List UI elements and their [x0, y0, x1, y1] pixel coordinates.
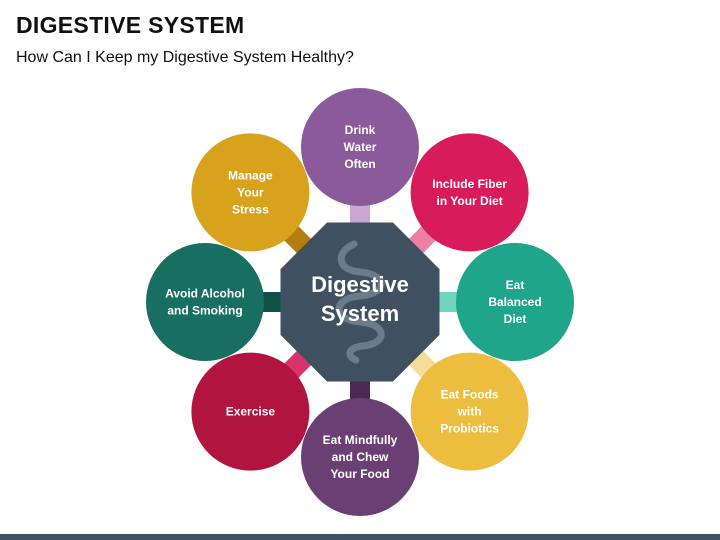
node-label-line: Diet [504, 312, 527, 326]
node-circle-probiotics [410, 352, 529, 471]
node-label-line: and Chew [332, 450, 389, 464]
node-label-line: Eat [506, 278, 525, 292]
node-label-line: Eat Mindfully [323, 433, 398, 447]
node-label-line: Probiotics [440, 422, 499, 436]
node-circle-exercise [191, 352, 310, 471]
node-circle-balanced-diet [456, 243, 574, 361]
node-label-line: Avoid Alcohol [165, 287, 245, 301]
node-label-line: Drink [345, 123, 376, 137]
node-circle-manage-stress [191, 133, 310, 252]
node-label-line: Manage [228, 168, 273, 182]
node-label-avoid-alcohol: Avoid Alcohol and Smoking [165, 287, 245, 318]
center-label-line: System [321, 301, 399, 326]
node-label-line: Stress [232, 202, 269, 216]
node-circle-include-fiber [410, 133, 529, 252]
node-label-line: Often [344, 157, 375, 171]
bottom-bar [0, 534, 720, 540]
node-circle-avoid-alcohol [146, 243, 264, 361]
node-label-line: Eat Foods [441, 388, 499, 402]
intestine-icon [335, 240, 385, 364]
page-subtitle: How Can I Keep my Digestive System Healt… [16, 49, 354, 66]
node-label-line: Your [237, 185, 264, 199]
node-circle-eat-mindfully [301, 398, 419, 516]
node-label-line: and Smoking [167, 304, 242, 318]
node-circle-drink-water [301, 88, 419, 206]
node-label-line: Water [344, 140, 377, 154]
page-title: DIGESTIVE SYSTEM [16, 12, 245, 38]
node-label-exercise: Exercise [226, 405, 276, 419]
center-label-line: Digestive [311, 272, 409, 297]
node-label-include-fiber: Include Fiber in Your Diet [432, 177, 507, 208]
center-octagon [280, 222, 440, 382]
node-label-line: Include Fiber [432, 177, 507, 191]
node-label-line: Exercise [226, 405, 276, 419]
node-label-line: with [457, 405, 482, 419]
node-label-line: Balanced [488, 295, 541, 309]
node-label-line: Your Food [330, 467, 389, 481]
node-label-line: in Your Diet [436, 194, 502, 208]
